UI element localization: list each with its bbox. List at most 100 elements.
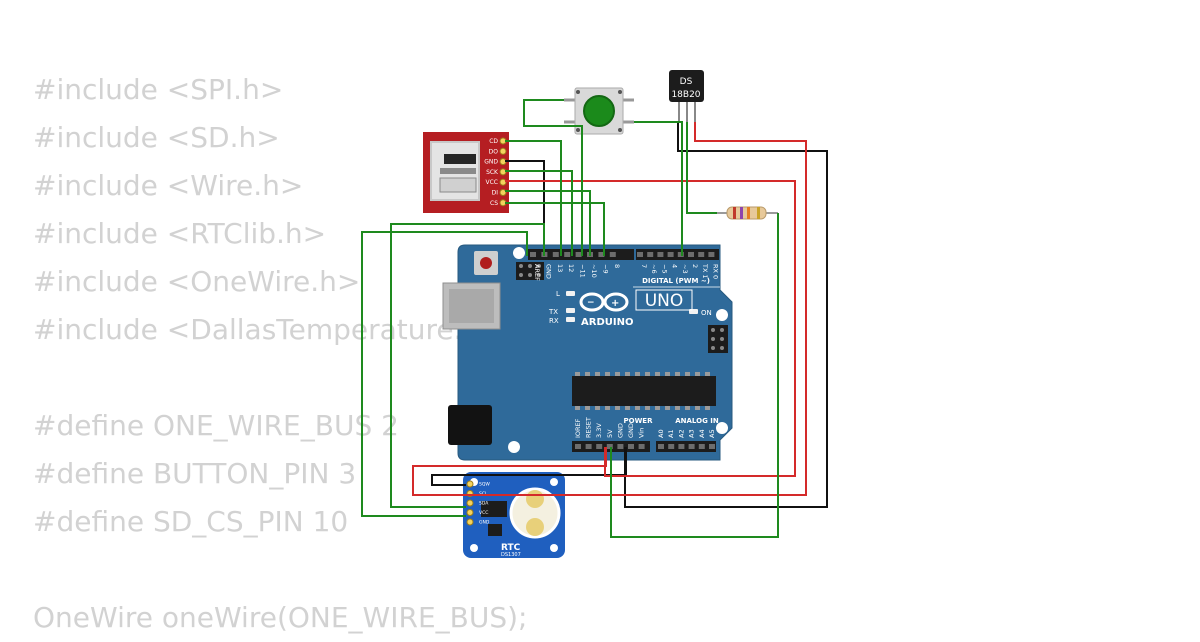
rtc-pin[interactable] [466, 518, 474, 526]
pin-label: 7 [640, 264, 648, 268]
header-pin[interactable] [598, 252, 605, 257]
wire-green [634, 121, 683, 256]
sd-pin[interactable] [499, 147, 507, 155]
pin-label: A1 [667, 429, 675, 438]
header-pin[interactable] [530, 252, 536, 257]
sensor-label-1: DS [680, 77, 693, 87]
header-pin[interactable] [596, 444, 603, 449]
mounting-hole [513, 247, 525, 259]
pin-label: ~6 [650, 264, 658, 274]
pin-label: A5 [708, 429, 716, 438]
pin-label: RESET [585, 417, 593, 438]
pin-label: 8 [613, 264, 621, 268]
icsp-header [708, 325, 728, 353]
rtc-pin-label: GND [479, 520, 490, 526]
wire-black [624, 122, 828, 508]
sd-pin-label: DI [492, 190, 499, 197]
header-pin[interactable] [709, 444, 715, 449]
mounting-hole [508, 441, 520, 453]
wire-green [361, 231, 528, 517]
pin-label: GND [544, 264, 552, 279]
header-pin[interactable] [564, 252, 571, 257]
header-pin[interactable] [628, 444, 634, 449]
header-pin[interactable] [677, 252, 684, 257]
code-line: #include <Wire.h> [33, 169, 304, 202]
sd-pin-label: CS [490, 200, 498, 207]
rtc-pin[interactable] [466, 480, 474, 488]
header-pin[interactable] [638, 444, 645, 449]
tx-led [566, 308, 575, 313]
pin-label: GND [627, 423, 635, 438]
rtc-pin[interactable] [466, 509, 474, 516]
header-pin[interactable] [678, 444, 685, 449]
power-label: POWER [624, 417, 654, 425]
resistor[interactable] [717, 206, 778, 220]
sd-pin-label: DO [489, 148, 499, 155]
wire-green [390, 223, 545, 508]
sd-pin-label: SCK [486, 169, 499, 176]
analog-label: ANALOG IN [675, 417, 719, 425]
header-pin[interactable] [708, 252, 715, 257]
header-pin[interactable] [606, 444, 613, 449]
wire-green [505, 190, 591, 256]
on-label: ON [701, 309, 712, 317]
rtc-pin-label: SDA [479, 501, 489, 507]
pin-label: 13 [556, 264, 564, 272]
sd-pin-label: GND [484, 159, 498, 166]
wire-red [412, 122, 807, 496]
push-button[interactable] [564, 87, 634, 135]
code-line: #define ONE_WIRE_BUS 2 [33, 409, 399, 442]
ds18b20-sensor[interactable]: DS 18B20 [669, 70, 704, 122]
pin-label: A0 [657, 429, 665, 438]
wire-green [610, 213, 779, 538]
wire-black [505, 160, 545, 256]
wires [361, 99, 828, 538]
header-pin[interactable] [647, 252, 654, 257]
pin-label: TX 1 [701, 263, 709, 279]
header-pin[interactable] [698, 444, 705, 449]
header-pin[interactable] [637, 252, 643, 257]
rx-led [566, 317, 575, 322]
header-pin[interactable] [617, 444, 624, 449]
sd-pin[interactable] [499, 178, 507, 186]
model-label: UNO [645, 291, 684, 311]
header-pin[interactable] [657, 252, 664, 257]
rtc-chip [481, 501, 507, 517]
rtc-pin[interactable] [466, 499, 474, 507]
header-pin[interactable] [575, 444, 581, 449]
code-listing: #include <SPI.h> #include <SD.h> #includ… [33, 66, 527, 642]
header-pin[interactable] [575, 252, 582, 257]
button-cap[interactable] [583, 95, 615, 127]
rtc-pin-label: SQW [479, 482, 490, 488]
wire-green [505, 140, 562, 256]
header-pin[interactable] [552, 252, 559, 257]
pin-label: RX 0 [711, 264, 719, 279]
pin-label: IOREF [574, 418, 582, 438]
header-pin[interactable] [698, 252, 705, 257]
pin-label: AREF [533, 264, 541, 281]
sd-pin-label: VCC [486, 179, 498, 186]
wire-green [523, 99, 583, 256]
analog-header [656, 441, 716, 452]
header-pin[interactable] [688, 444, 695, 449]
arduino-logo-icon [579, 292, 629, 312]
pin-label: 4 [671, 264, 679, 268]
header-pin[interactable] [609, 252, 616, 257]
header-pin[interactable] [585, 444, 592, 449]
wire-green [505, 202, 605, 256]
pin-label: A3 [688, 429, 696, 438]
code-line: #include <SD.h> [33, 121, 280, 154]
l-label: L [556, 290, 560, 298]
header-pin[interactable] [668, 444, 675, 449]
code-line: #include <OneWire.h> [33, 265, 361, 298]
sd-pin[interactable] [499, 189, 507, 196]
wire-green [686, 122, 717, 214]
svg-text:−: − [587, 298, 595, 308]
sensor-label-2: 18B20 [671, 90, 700, 100]
header-pin[interactable] [667, 252, 674, 257]
header-pin[interactable] [688, 252, 694, 257]
header-pin[interactable] [658, 444, 664, 449]
